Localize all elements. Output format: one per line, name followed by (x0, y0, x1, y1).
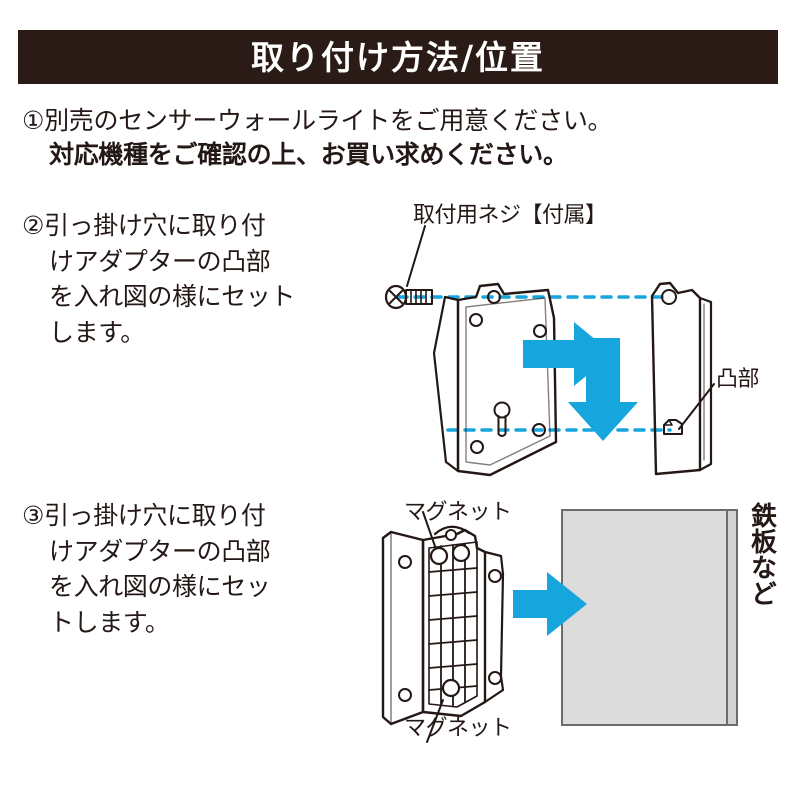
light-fixture-back-panel (650, 281, 713, 476)
slide-arrow-down (568, 338, 638, 441)
adapter-body-side-view (381, 530, 425, 726)
step-2-line-4: します。 (49, 317, 145, 347)
label-mounting-screw: 取付用ネジ【付属】 (413, 203, 607, 228)
step-2-line-2: けアダプターの凸部 (49, 246, 271, 276)
step-3-line-1: ③引っ掛け穴に取り付 (22, 501, 266, 530)
magnet-bottom (441, 678, 461, 698)
step-3-line-3: を入れ図の様にセッ (49, 572, 271, 601)
mounting-adapter-plate (432, 282, 558, 477)
step-3-line-4: トします。 (49, 607, 170, 637)
label-iron-plate: 鉄板など (746, 502, 777, 606)
magnet-top (429, 525, 471, 566)
mounting-screw-illustration (384, 284, 433, 310)
screw-leader-line (406, 225, 426, 287)
figure-step-2-diagram (370, 198, 790, 488)
figure-step-3-diagram (365, 490, 790, 770)
step-1-instruction: ①別売のセンサーウォールライトをご用意ください。 対応機種をご確認の上、お買い求… (22, 104, 778, 172)
keyhole-slot (493, 401, 511, 437)
label-magnet-top: マグネット (404, 500, 512, 525)
attach-arrow-right (513, 572, 587, 636)
step-3-instruction: ③引っ掛け穴に取り付 けアダプターの凸部 を入れ図の様にセッ トします。 (22, 498, 352, 640)
iron-plate-panel (561, 509, 738, 726)
magnet-bottom-leader-line (426, 699, 444, 743)
step-2-instruction: ②引っ掛け穴に取り付 けアダプターの凸部 を入れ図の様にセット します。 (22, 208, 352, 350)
label-magnet-bottom: マグネット (404, 716, 512, 741)
section-header-bar: 取り付け方法/位置 (18, 30, 778, 84)
magnet-top-leader-line (422, 511, 438, 553)
step-1-line-1: ①別売のセンサーウォールライトをご用意ください。 (22, 106, 613, 135)
page-title: 取り付け方法/位置 (250, 37, 546, 77)
step-1-line-2: 対応機種をご確認の上、お買い求めください。 (49, 139, 568, 169)
protrusion-leader-line (678, 383, 715, 430)
step-2-line-1: ②引っ掛け穴に取り付 (22, 211, 266, 240)
magnet-rib-plate (421, 525, 505, 718)
label-protrusion: 凸部 (716, 367, 760, 392)
step-2-line-3: を入れ図の様にセット (49, 282, 296, 311)
step-3-line-2: けアダプターの凸部 (49, 536, 271, 566)
